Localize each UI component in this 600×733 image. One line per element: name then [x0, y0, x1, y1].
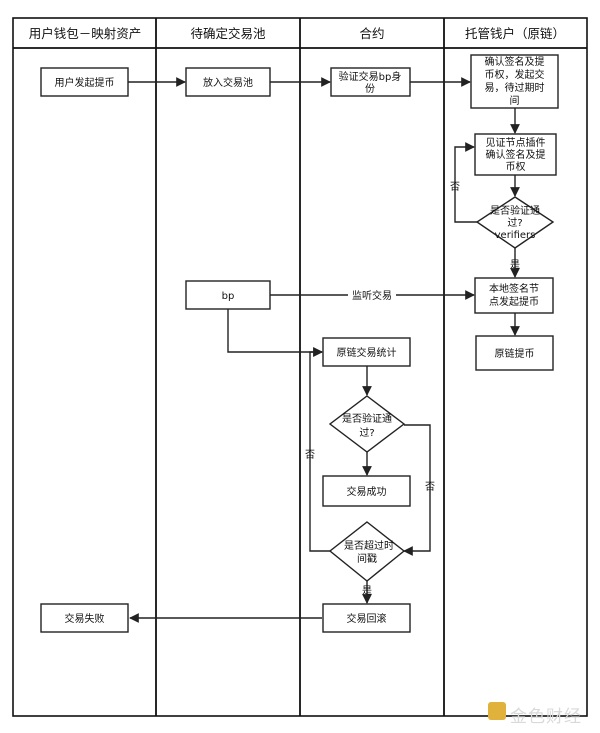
- node-custody-confirm-line-1: 确认签名及提: [485, 55, 545, 68]
- node-user-withdraw: [40, 67, 129, 97]
- edge-label-no-left: 否: [305, 449, 315, 461]
- node-tx-fail-label: 交易失败: [65, 612, 105, 625]
- lane-header-user-wallet: 用户钱包－映射资产: [29, 26, 142, 41]
- node-witness-confirm-line-2: 确认签名及提: [486, 148, 546, 161]
- edge-label-monitor-bg: [348, 288, 396, 302]
- node-decision-verifiers-line-2: 过?: [507, 216, 522, 229]
- node-decision-verifiers-line-3: verifiers: [495, 230, 536, 241]
- edge-label-yes-timeout: 是: [362, 585, 372, 597]
- coin-logo-icon: [488, 702, 506, 720]
- node-decision-timeout-line-2: 间戳: [357, 552, 377, 565]
- edge-label-no-right: 否: [425, 481, 435, 493]
- node-witness-confirm-line-1: 见证节点插件: [486, 136, 546, 149]
- node-tx-success-label: 交易成功: [347, 485, 387, 498]
- edge-bp-to-stats: [227, 309, 323, 357]
- watermark: 金色财经: [488, 700, 593, 727]
- edge-decision-no-loop: [454, 142, 478, 223]
- node-custody-confirm: [470, 54, 559, 109]
- node-decision-verifiers: [475, 196, 555, 249]
- node-custody-confirm-line-3: 易，待过期时: [485, 81, 545, 94]
- node-tx-fail: [40, 603, 129, 633]
- node-origin-stats: [322, 337, 411, 367]
- edge-label-yes-verifiers: 是: [510, 259, 520, 271]
- node-origin-withdraw-label: 原链提币: [495, 347, 535, 360]
- node-verify-bp-line-1: 验证交易bp身: [339, 70, 402, 83]
- lane-header-pending-pool: 待确定交易池: [190, 26, 266, 41]
- edge-decision-no-right: [403, 424, 431, 556]
- node-decision-timeout: [328, 521, 406, 582]
- edge-label-no-verifiers: 否: [450, 181, 460, 193]
- lane-header-contract: 合约: [359, 26, 384, 41]
- node-tx-success: [322, 475, 411, 507]
- node-custody-confirm-line-4: 间: [510, 94, 520, 107]
- node-origin-withdraw: [475, 335, 554, 371]
- node-custody-confirm-line-2: 币权，发起交: [485, 68, 545, 81]
- edge-timeout-no-left: [309, 347, 331, 552]
- node-decision-timeout-line-1: 是否超过时: [344, 539, 394, 552]
- node-tx-rollback: [322, 603, 411, 633]
- node-local-sign: [474, 277, 554, 314]
- node-decision-verifiers-line-1: 是否验证通: [490, 204, 540, 217]
- node-add-to-pool-label: 放入交易池: [203, 76, 253, 89]
- node-bp: [185, 280, 271, 310]
- node-bp-label: bp: [222, 291, 235, 302]
- node-decision-verified: [328, 395, 406, 453]
- lane-header-custody: 托管钱户（原链）: [465, 26, 565, 41]
- watermark-text: 金色财经: [510, 707, 582, 727]
- node-witness-confirm-line-3: 币权: [506, 160, 526, 173]
- node-decision-verified-line-2: 过?: [359, 426, 374, 439]
- node-tx-rollback-label: 交易回滚: [347, 612, 387, 625]
- node-verify-bp: [330, 67, 411, 97]
- node-decision-verified-line-1: 是否验证通: [342, 412, 392, 425]
- node-verify-bp-line-2: 份: [365, 83, 375, 95]
- node-user-withdraw-label: 用户发起提币: [55, 76, 115, 89]
- node-add-to-pool: [185, 67, 271, 97]
- node-witness-confirm: [474, 133, 557, 176]
- edge-label-monitor-tx: 监听交易: [352, 289, 392, 302]
- node-origin-stats-label: 原链交易统计: [337, 346, 397, 359]
- node-local-sign-line-1: 本地签名节: [489, 282, 539, 295]
- node-local-sign-line-2: 点发起提币: [489, 295, 539, 308]
